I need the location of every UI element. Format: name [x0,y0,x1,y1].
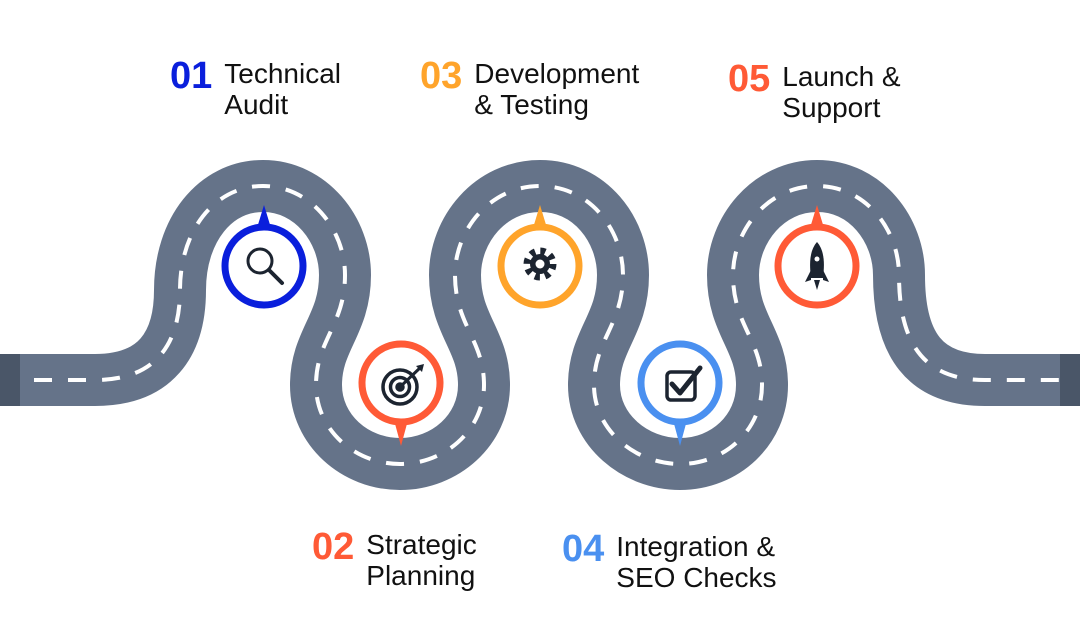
step-number: 04 [562,528,605,570]
step-title: Launch & Support [782,61,901,123]
magnifier-icon [246,247,284,285]
step-number: 01 [170,55,213,97]
step-02-label: 02 Strategic Planning [312,526,477,591]
rocket-icon [805,242,829,290]
step-01-label: 01 Technical Audit [170,55,342,120]
checkbox-icon [665,365,703,402]
step-title: Strategic Planning [366,529,477,591]
gear-icon [523,247,557,281]
pin-strategic-planning [358,340,444,446]
road-end-left [0,354,20,406]
step-number: 05 [728,58,771,100]
step-title: Integration & SEO Checks [616,531,777,593]
target-icon [381,364,424,406]
step-title: Development & Testing [474,58,640,120]
pin-integration-seo [637,340,723,446]
step-title: Technical Audit [224,58,342,120]
pin-development-testing [497,205,583,309]
step-03-label: 03 Development & Testing [420,55,640,120]
step-number: 02 [312,526,355,568]
pin-launch-support [774,205,860,309]
road-end-right [1060,354,1080,406]
step-04-label: 04 Integration & SEO Checks [562,528,777,593]
step-number: 03 [420,55,463,97]
pin-technical-audit [221,205,307,309]
step-05-label: 05 Launch & Support [728,58,901,123]
